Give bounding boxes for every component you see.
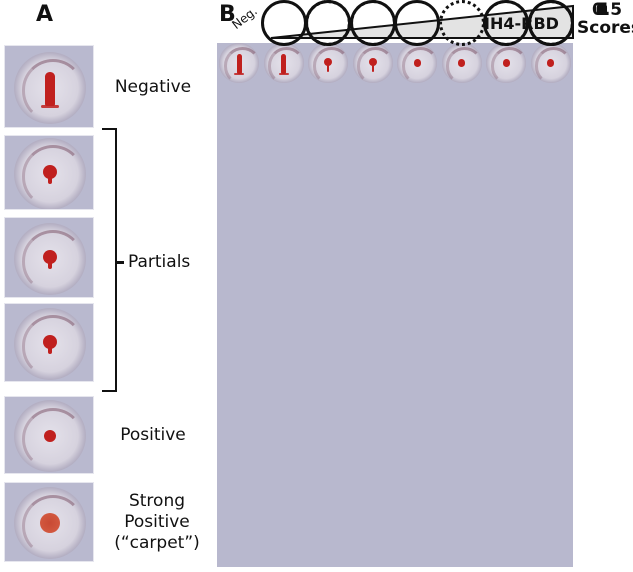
example-well-positive: [4, 396, 94, 474]
score-row-11: 0: [596, 0, 608, 20]
label-strong-positive: Strong Positive (“carpet”): [100, 491, 214, 554]
teardrop-tail: [48, 346, 52, 354]
streak-foot: [278, 72, 289, 75]
score-row-10: 6: [596, 0, 608, 20]
solid-circle-r12-c5: [394, 0, 441, 46]
dotted-circle-r12-c4: [349, 0, 396, 46]
label-positive: Positive: [120, 425, 186, 445]
teardrop-mark: [42, 249, 58, 265]
label-strong-line3: (“carpet”): [114, 533, 200, 553]
score-row-1: 1: [596, 0, 608, 20]
well-partial3: [14, 307, 86, 380]
solid-circle-r9-c7: [483, 0, 530, 46]
example-well-partial1: [4, 135, 94, 210]
streak-foot: [234, 72, 245, 75]
panel-a-letter: A: [36, 2, 54, 27]
label-negative: Negative: [114, 77, 192, 97]
score-row-6: 0: [596, 0, 608, 20]
example-well-carpet: [4, 482, 94, 562]
score-row-3: 7: [596, 0, 608, 20]
score-row-12: 4: [596, 0, 608, 20]
dotted-circle-r12-c3: [305, 0, 352, 46]
label-strong-line1: Strong: [128, 491, 186, 511]
label-strong-line2: Positive: [124, 512, 190, 532]
teardrop-tail: [48, 261, 52, 269]
well-partial1: [14, 137, 86, 209]
well-r12-c1: [219, 43, 261, 85]
teardrop-tail: [48, 176, 52, 184]
scores-header: Scores: [577, 18, 633, 38]
well-r12-c4: [352, 43, 395, 85]
score-row-4: 0: [596, 0, 608, 20]
teardrop-mark: [42, 334, 58, 350]
microtiter-plate: [217, 43, 573, 567]
teardrop-tail: [371, 64, 374, 72]
dot-mark: [458, 59, 466, 67]
teardrop-mark: [324, 58, 333, 67]
streak-mark: [281, 54, 287, 74]
streak-foot: [40, 104, 60, 109]
well-r12-c8: [530, 43, 573, 85]
well-r12-c6: [441, 43, 484, 85]
well-r12-c2: [263, 43, 306, 85]
solid-circle-r3-c2: [260, 0, 307, 46]
carpet-mark: [39, 512, 61, 534]
well-r12-c5: [397, 43, 439, 85]
partials-bracket: [102, 128, 117, 392]
example-well-negative: [4, 45, 94, 128]
score-row-9: 2: [596, 0, 608, 20]
teardrop-tail: [327, 64, 330, 72]
dot-mark: [413, 59, 421, 67]
well-positive: [14, 400, 86, 472]
dot-mark: [502, 59, 510, 67]
well-partial2: [14, 222, 86, 295]
example-well-partial3: [4, 303, 94, 382]
partials-bracket-tick: [115, 261, 124, 264]
score-row-2: 1: [596, 0, 608, 20]
dot-mark: [547, 59, 555, 67]
label-partials: Partials: [128, 252, 191, 272]
well-r12-c7: [486, 43, 528, 85]
dotted-circle-r9-c6: [438, 0, 485, 46]
score-row-8: 0.5: [592, 0, 623, 20]
teardrop-mark: [368, 58, 377, 67]
score-row-5: 0: [596, 0, 608, 20]
streak-mark: [236, 54, 242, 74]
teardrop-mark: [42, 164, 58, 180]
dot-mark: [43, 429, 57, 443]
well-r12-c3: [308, 43, 350, 85]
well-carpet: [14, 487, 86, 559]
panel-b-letter: B: [219, 2, 236, 27]
dotted-circle-r8-c8: [527, 0, 574, 46]
score-row-7: 5: [596, 0, 608, 20]
example-well-partial2: [4, 217, 94, 298]
streak-mark: [45, 71, 55, 107]
well-negative: [14, 51, 86, 124]
